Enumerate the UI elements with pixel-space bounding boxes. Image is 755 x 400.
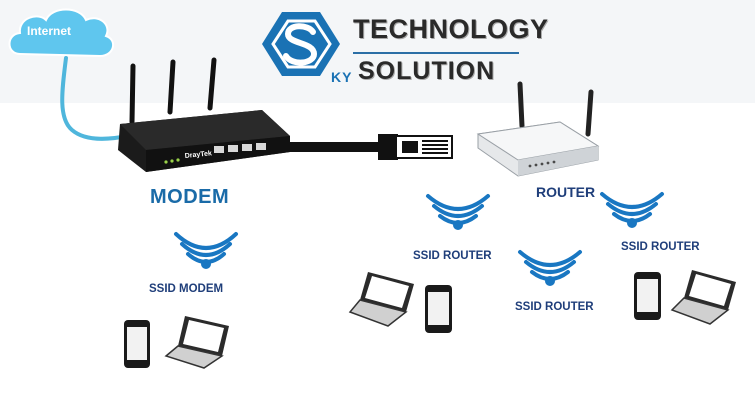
logo-text-technology: TECHNOLOGY bbox=[353, 14, 549, 44]
ssid-router-label: SSID ROUTER bbox=[621, 241, 700, 253]
ssid-router-label: SSID ROUTER bbox=[413, 250, 492, 262]
logo-text-solution: SOLUTION bbox=[358, 57, 496, 85]
antenna-icon bbox=[129, 57, 217, 125]
cloud-shape bbox=[8, 8, 115, 58]
svg-text:DrayTek: DrayTek bbox=[184, 150, 212, 160]
ssid-router-label: SSID ROUTER bbox=[515, 301, 594, 313]
internet-label: Internet bbox=[27, 24, 72, 38]
logo-text-ky: KY bbox=[331, 69, 353, 85]
antenna-icon bbox=[517, 81, 594, 137]
logo-divider bbox=[353, 52, 519, 54]
modem-label: MODEM bbox=[150, 186, 230, 208]
header-band bbox=[0, 0, 755, 103]
router-label: ROUTER bbox=[536, 184, 596, 200]
ssid-modem-label: SSID MODEM bbox=[149, 283, 224, 295]
